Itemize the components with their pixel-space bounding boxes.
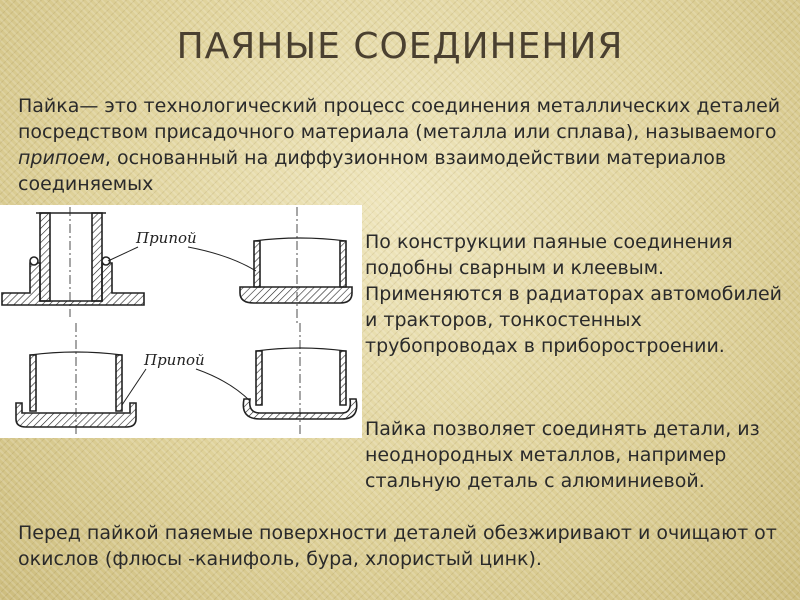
joint-tube-flange-drawing <box>1 207 145 317</box>
intro-text-start: Пайка— это технологический процесс соеди… <box>18 95 781 143</box>
intro-term: припоем <box>18 147 105 169</box>
intro-paragraph: Пайка— это технологический процесс соеди… <box>18 93 793 197</box>
joint-cup-plate-drawing <box>239 207 353 323</box>
intro-text-end: , основанный на диффузионном взаимодейст… <box>18 147 727 195</box>
solder-label-top: Припой <box>135 229 197 247</box>
side-paragraph-construction: По конструкции паяные соединения подобны… <box>365 231 783 357</box>
joint-rolled-rim-drawing <box>242 323 358 437</box>
solder-label-bottom: Припой <box>143 351 205 369</box>
bottom-paragraph-preparation: Перед пайкой паяемые поверхности деталей… <box>18 522 777 570</box>
solder-joints-figure: Припой Припой <box>0 205 362 438</box>
slide-title: ПАЯНЫЕ СОЕДИНЕНИЯ <box>176 26 624 67</box>
side-paragraph-dissimilar-metals: Пайка позволяет соединять детали, из нео… <box>365 418 760 492</box>
joint-cup-in-cup-drawing <box>15 323 137 437</box>
